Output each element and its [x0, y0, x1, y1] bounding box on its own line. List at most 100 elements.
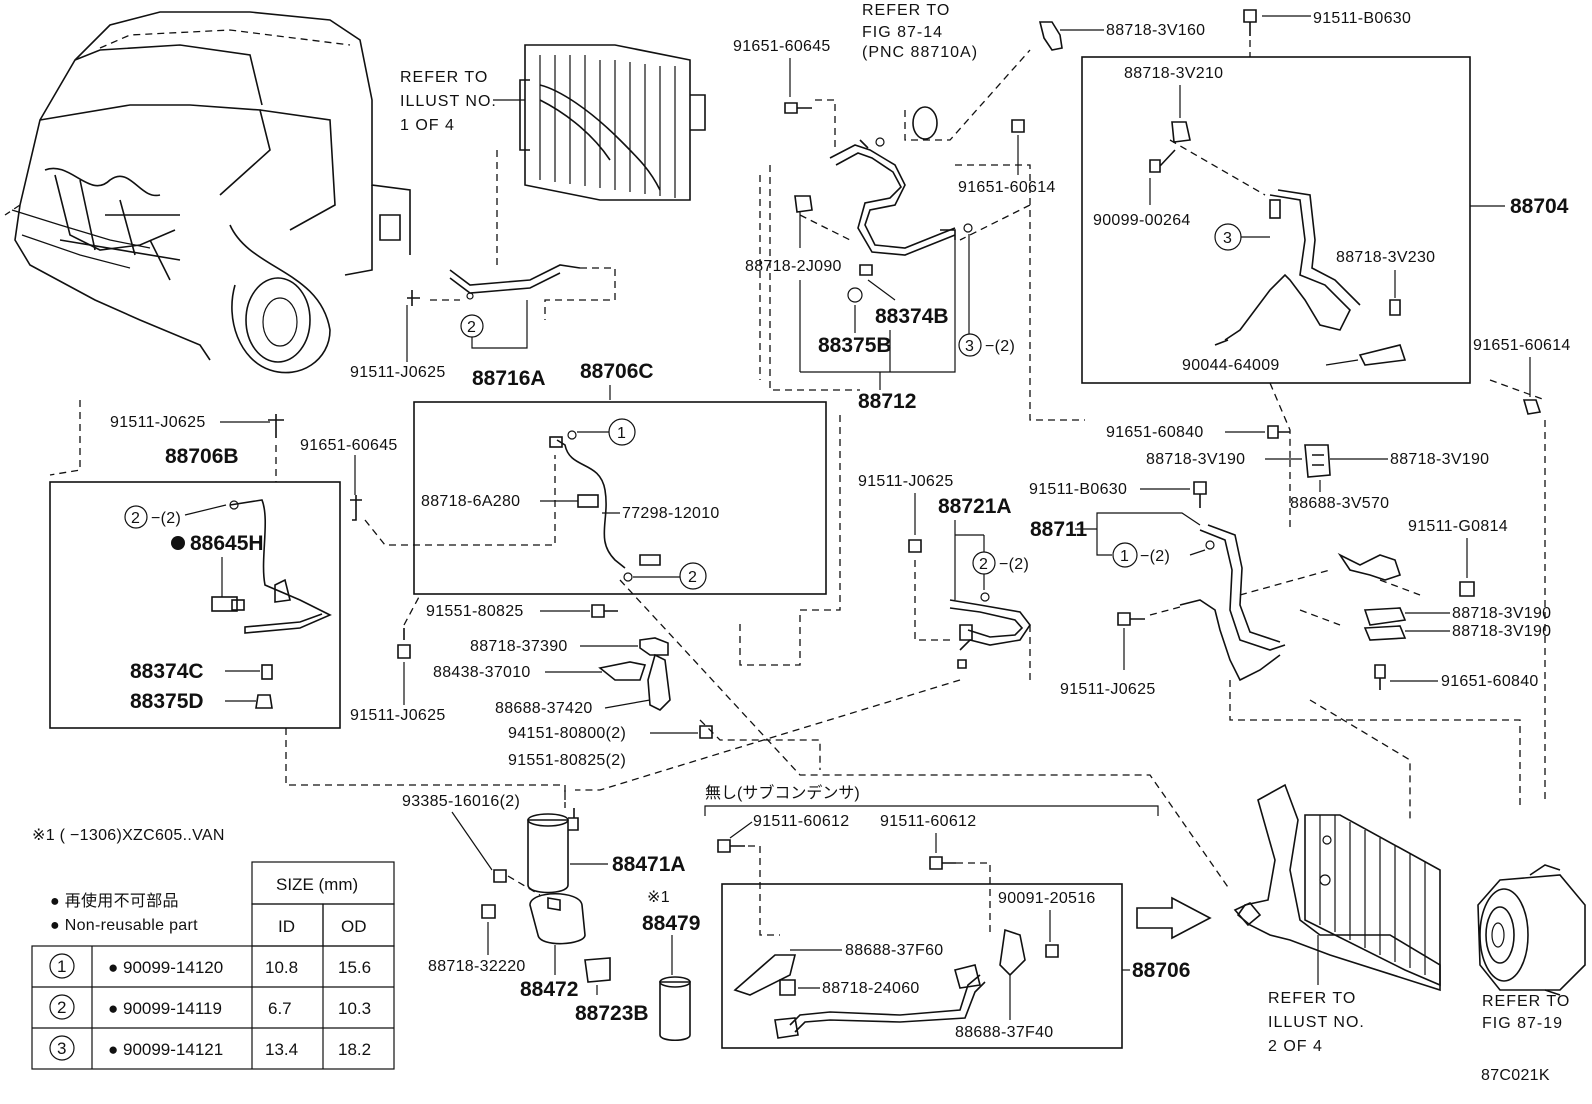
label-88688-37420: 88688-37420	[495, 700, 593, 717]
label-90099-00264: 90099-00264	[1093, 212, 1191, 229]
label-91651-60645-a: 91651-60645	[733, 38, 831, 55]
label-88718-3v190-c: 88718-3V190	[1452, 605, 1551, 622]
callout-2-88706b-text: 2	[131, 510, 140, 527]
table-row1-od: 15.6	[338, 958, 371, 977]
sub-condenser-hose-88706	[733, 928, 1059, 1039]
table-row1-circle	[49, 953, 75, 979]
label-88711: 88711	[1030, 518, 1088, 541]
table-row2-id: 6.7	[268, 999, 292, 1018]
label-88688-37f40: 88688-37F40	[955, 1024, 1054, 1041]
table-row3-id: 13.4	[265, 1040, 298, 1059]
label-88706c: 88706C	[580, 360, 654, 383]
bracket-88472	[529, 893, 586, 945]
label-88375d: 88375D	[130, 690, 204, 713]
label-88645h: 88645H	[190, 532, 264, 555]
label-88438-37010: 88438-37010	[433, 664, 531, 681]
label-90091-20516: 90091-20516	[998, 890, 1096, 907]
label-91511-j0625-d: 91511-J0625	[350, 707, 446, 724]
label-88374c: 88374C	[130, 660, 204, 683]
table-row2-circle	[49, 994, 75, 1020]
box-88704	[1081, 56, 1471, 384]
table-row1-num: 1	[57, 957, 66, 976]
callout-2-88721a-text: 2	[979, 556, 988, 573]
callout-2-88716a-text: 2	[467, 319, 476, 336]
label-88472: 88472	[520, 978, 578, 1001]
label-88704: 88704	[1510, 195, 1569, 218]
label-88723b: 88723B	[575, 1002, 649, 1025]
label-88718-24060: 88718-24060	[822, 980, 920, 997]
condenser-assembly-top	[519, 44, 706, 201]
label-91651-60645-b: 91651-60645	[300, 437, 398, 454]
label-93385-16016: 93385-16016(2)	[402, 793, 520, 810]
ref-fig1-l2: FIG 87-14	[862, 24, 943, 41]
callout-3-88712	[958, 333, 982, 357]
table-col-id: ID	[278, 917, 295, 936]
hose-88704	[1214, 189, 1407, 366]
ref-illust1-l1: REFER TO	[400, 69, 488, 86]
label-88471a: 88471A	[612, 853, 686, 876]
label-91511-60612-a: 91511-60612	[753, 813, 849, 830]
table-row1-id: 10.8	[265, 958, 298, 977]
ref-illust1-l3: 1 OF 4	[400, 117, 455, 134]
label-88718-3v190-a: 88718-3V190	[1146, 451, 1245, 468]
label-88718-3v190-d: 88718-3V190	[1452, 623, 1551, 640]
table-row2-od: 10.3	[338, 999, 371, 1018]
label-88479: 88479	[642, 912, 700, 935]
nonreusable-dot-88645h	[171, 536, 185, 550]
qty-2-88712: −(2)	[985, 338, 1015, 355]
label-91511-g0814: 91511-G0814	[1408, 518, 1508, 535]
table-row2-part: ● 90099-14119	[108, 999, 222, 1018]
callout-1-88706c-text: 1	[617, 425, 626, 442]
label-88688-3v570: 88688-3V570	[1290, 495, 1389, 512]
ref-illust1-l2: ILLUST NO.	[400, 93, 497, 110]
label-91651-60614-a: 91651-60614	[958, 179, 1056, 196]
ref-fig1-l3: (PNC 88710A)	[862, 44, 978, 61]
label-91511-j0625-b: 91511-J0625	[110, 414, 206, 431]
label-91651-60840-b: 91651-60840	[1441, 673, 1539, 690]
compressor	[1477, 864, 1586, 996]
callout-3-88704-text: 3	[1223, 230, 1232, 247]
receiver-88471a	[527, 808, 579, 894]
ref-illust2-l2: ILLUST NO.	[1268, 1014, 1365, 1031]
hose-88716a	[407, 150, 616, 320]
callout-1-88711-text: 1	[1120, 548, 1129, 565]
label-88718-37390: 88718-37390	[470, 638, 568, 655]
hose-88721a	[949, 592, 1031, 669]
label-88718-32220: 88718-32220	[428, 958, 526, 975]
box-88706c	[413, 401, 827, 595]
label-88375b: 88375B	[818, 334, 892, 357]
callout-2-88706c-text: 2	[688, 569, 697, 586]
ref-fig2-l1: REFER TO	[1482, 993, 1570, 1010]
label-88718-3v210: 88718-3V210	[1124, 65, 1223, 82]
ref-illust2-l3: 2 OF 4	[1268, 1038, 1323, 1055]
receiver-88479	[659, 976, 691, 1042]
table-row3-circle	[49, 1035, 75, 1061]
ref-illust2-l1: REFER TO	[1268, 990, 1356, 1007]
hose-88711	[1179, 524, 1286, 682]
label-88718-3v230: 88718-3V230	[1336, 249, 1435, 266]
box-88706b	[49, 481, 341, 729]
legend-nonreusable-jp: ● 再使用不可部品	[50, 892, 179, 910]
table-row3-od: 18.2	[338, 1040, 371, 1059]
label-88721a: 88721A	[938, 495, 1012, 518]
table-caption: SIZE (mm)	[276, 875, 358, 894]
legend-nonreusable-en: ● Non-reusable part	[50, 917, 198, 934]
callout-2-88706c	[679, 562, 707, 590]
table-row1-part: ● 90099-14120	[108, 958, 223, 977]
label-88712: 88712	[858, 390, 916, 413]
hose-88712	[794, 106, 973, 303]
label-91651-60840-a: 91651-60840	[1106, 424, 1204, 441]
label-88718-3v190-b: 88718-3V190	[1390, 451, 1489, 468]
label-88374b: 88374B	[875, 305, 949, 328]
callout-3-88712-text: 3	[965, 338, 974, 355]
label-91651-60614-b: 91651-60614	[1473, 337, 1571, 354]
ref-fig1-l1: REFER TO	[862, 2, 950, 19]
label-88716a: 88716A	[472, 367, 546, 390]
truck-illustration	[4, 11, 411, 374]
arrow-icon	[1136, 896, 1212, 940]
table-col-od: OD	[341, 917, 367, 936]
label-91511-j0625-c: 91511-J0625	[858, 473, 954, 490]
qty-2-88721a: −(2)	[999, 556, 1029, 573]
label-88718-3v160: 88718-3V160	[1106, 22, 1205, 39]
